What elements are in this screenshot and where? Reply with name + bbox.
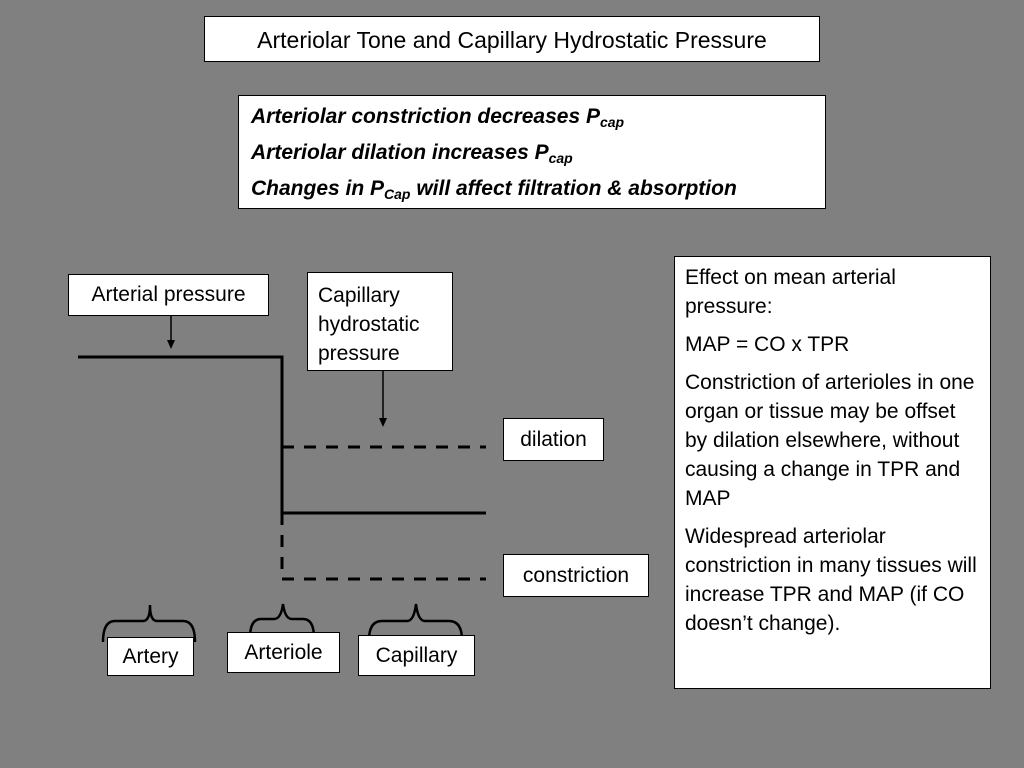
summary-line-1-text: Arteriolar constriction decreases P: [251, 105, 600, 128]
arterial-pressure-arrow: [167, 316, 175, 349]
capillary-pressure-label-line-3: pressure: [318, 342, 400, 365]
arterial-pressure-label: Arterial pressure: [68, 274, 269, 316]
capillary-pressure-label-line-1: Capillary: [318, 284, 400, 307]
map-effect-paragraph-local: Constriction of arterioles in one organ …: [685, 371, 975, 510]
map-effect-heading: Effect on mean arterial pressure:: [685, 266, 896, 318]
summary-box: Arteriolar constriction decreases Pcap A…: [238, 95, 826, 209]
capillary-brace: [367, 603, 464, 641]
map-effect-paragraph-widespread: Widespread arteriolar constriction in ma…: [685, 525, 977, 635]
capillary-pressure-label: Capillary hydrostatic pressure: [307, 272, 453, 371]
summary-line-3-rest: will affect filtration & absorption: [410, 177, 737, 200]
arteriole-segment-label: Arteriole: [227, 632, 340, 673]
summary-line-3-text: Changes in P: [251, 177, 385, 200]
pressure-line-constriction: [280, 513, 486, 581]
summary-line-filtration: Changes in PCap will affect filtration &…: [251, 174, 825, 210]
summary-line-2-text: Arteriolar dilation increases P: [251, 141, 549, 164]
map-effect-panel: Effect on mean arterial pressure: MAP = …: [674, 256, 991, 689]
dilation-label: dilation: [503, 418, 604, 461]
summary-line-3-sub: Cap: [384, 186, 411, 202]
summary-line-dilation: Arteriolar dilation increases Pcap: [251, 138, 825, 174]
pressure-line-artery: [78, 355, 486, 515]
arteriole-brace: [248, 603, 316, 639]
map-formula: MAP = CO x TPR: [685, 333, 850, 356]
summary-line-2-sub: cap: [548, 150, 573, 166]
summary-line-1-sub: cap: [599, 114, 625, 130]
summary-line-constriction: Arteriolar constriction decreases Pcap: [251, 102, 825, 138]
artery-brace: [101, 604, 197, 643]
capillary-pressure-label-line-2: hydrostatic: [318, 313, 420, 336]
artery-segment-label: Artery: [107, 637, 194, 676]
constriction-label: constriction: [503, 554, 649, 597]
capillary-pressure-arrow: [379, 371, 387, 427]
capillary-segment-label: Capillary: [358, 635, 475, 676]
slide-title: Arteriolar Tone and Capillary Hydrostati…: [204, 16, 820, 62]
